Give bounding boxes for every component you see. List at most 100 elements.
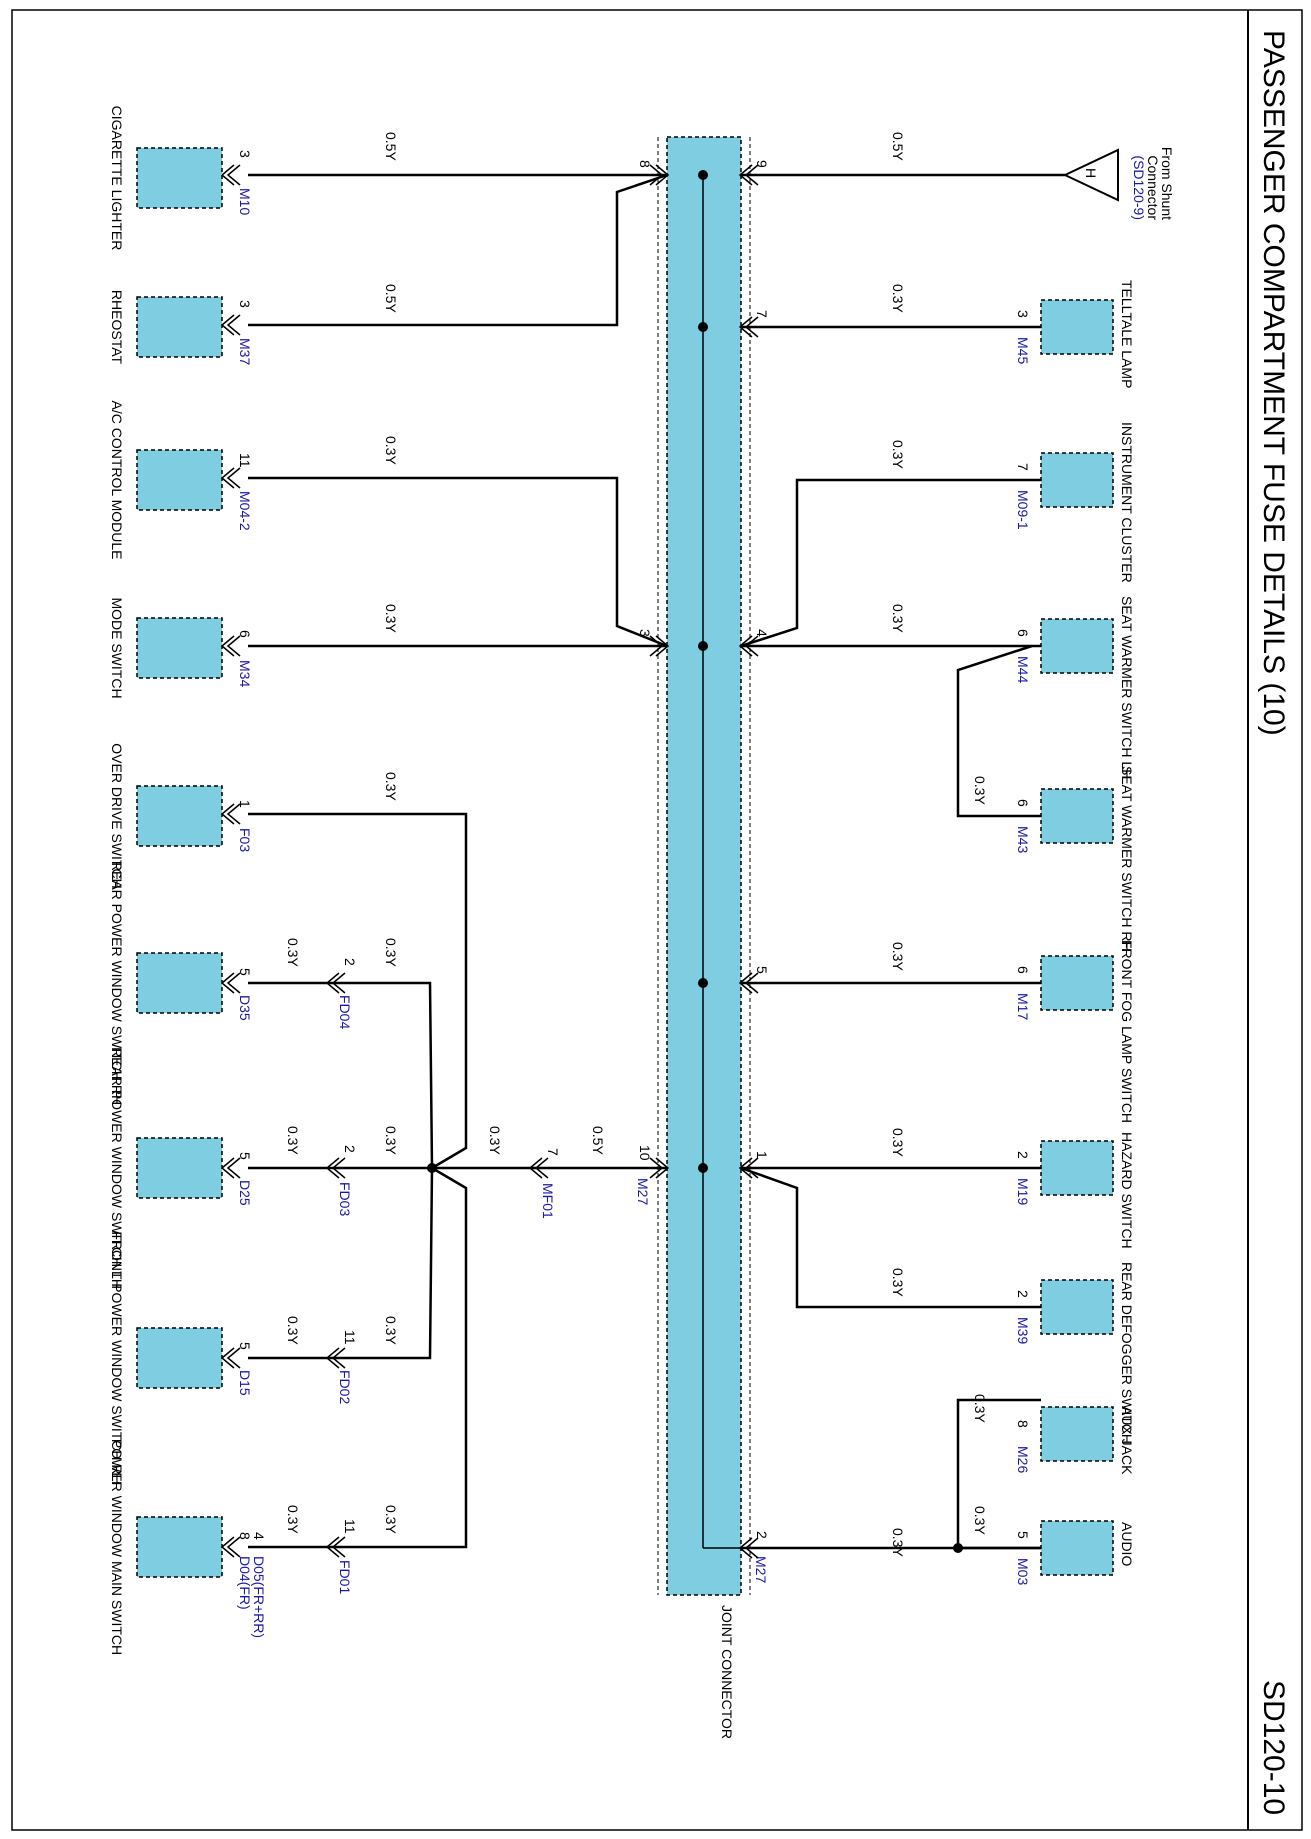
pin-number: 8 [1015, 1420, 1031, 1428]
mid-pin: 11 [342, 1519, 358, 1534]
component-name: MODE SWITCH [109, 597, 125, 698]
pin-number: 6 [237, 630, 253, 638]
jc-pin: 3 [637, 629, 653, 637]
mf01-pin: 7 [545, 1148, 561, 1156]
mid-pin: 2 [342, 958, 358, 966]
connector-id: M17 [1015, 993, 1031, 1020]
component-name: HAZARD SWITCH [1119, 1132, 1135, 1249]
jc-pin: 1 [754, 1151, 770, 1159]
connector-id: M10 [237, 188, 253, 215]
wire-spec: 0.3Y [285, 938, 301, 967]
component-seat-warmer-lh: SEAT WARMER SWITCH LH M44 6 4 0.3Y [754, 596, 1135, 779]
wire-spec: 0.3Y [890, 284, 906, 313]
pin-number: 1 [237, 800, 253, 808]
connector-chevrons [220, 164, 759, 1559]
component-name: AUDIO [1119, 1522, 1135, 1566]
joint-connector-id-left: M27 [635, 1178, 651, 1205]
component-instrument-cluster: INSTRUMENT CLUSTER M09-1 7 0.3Y [890, 422, 1135, 583]
component-audio: AUDIO M03 5 2 0.3Y 0.3Y [754, 1506, 1135, 1585]
wire-spec: 0.3Y [383, 772, 399, 801]
pin-number: 6 [1015, 966, 1031, 974]
connector-id: M26 [1015, 1446, 1031, 1473]
shunt-connector-symbol [1062, 148, 1119, 202]
source-wire: 0.5Y [890, 132, 906, 161]
mf01-wire-right: 0.5Y [590, 1126, 606, 1155]
jc-pin: 4 [754, 629, 770, 637]
mid-pin: 2 [342, 1145, 358, 1153]
shunt-symbol-letter: H [1083, 168, 1099, 178]
jc-pin: 2 [754, 1531, 770, 1539]
connector-id: D35 [237, 995, 253, 1021]
left-wiring [248, 173, 668, 1549]
splice-dot [698, 322, 708, 332]
component-name: FRONT POWER WINDOW SWITCH RH [109, 1231, 125, 1484]
wire-spec: 0.3Y [285, 1126, 301, 1155]
wire-spec: 0.3Y [890, 1528, 906, 1557]
splice-dot [698, 978, 708, 988]
component-front-fog-lamp-switch: FRONT FOG LAMP SWITCH M17 6 5 0.3Y [754, 940, 1135, 1123]
component-name: OVER DRIVE SWITCH [109, 743, 125, 888]
pin-number: 7 [1015, 463, 1031, 471]
component-name: SEAT WARMER SWITCH LH [1119, 596, 1135, 779]
component-name: INSTRUMENT CLUSTER [1119, 422, 1135, 583]
source-line2: Connector [1145, 155, 1161, 220]
wire-spec: 0.3Y [890, 1128, 906, 1157]
component-rear-defogger-switch: REAR DEFOGGER SWITCH M39 2 0.3Y [890, 1262, 1135, 1444]
mf01-wire-left: 0.3Y [487, 1126, 503, 1155]
source-line1: From Shunt [1159, 147, 1175, 220]
mid-connector: FD03 [337, 1182, 353, 1216]
sheet-border [11, 9, 1303, 1831]
mf01-jc-pin: 10 [637, 1145, 653, 1161]
connector-id: D04(FR) [237, 1556, 253, 1610]
wire-spec: 0.3Y [285, 1316, 301, 1345]
diagram-title: PASSENGER COMPARTMENT FUSE DETAILS (10) [1257, 30, 1290, 736]
connector-id: D25 [237, 1180, 253, 1206]
wire-spec: 0.3Y [383, 604, 399, 633]
joint-connector-body [666, 136, 742, 1596]
component-name: POWER WINDOW MAIN SWITCH [109, 1439, 125, 1655]
mid-pin: 11 [342, 1330, 358, 1345]
component-rear-power-window-lh: REAR POWER WINDOW SWITCH LH D25 5 0.3Y 2… [109, 1047, 399, 1289]
joint-connector-id-right: M27 [753, 1556, 769, 1583]
component-name: SEAT WARMER SWITCH RH [1119, 766, 1135, 952]
wire-spec: 0.3Y [972, 776, 988, 805]
pin-number: 2 [1015, 1290, 1031, 1298]
source-ref: (SD120-9) [1131, 155, 1147, 220]
mid-connector: FD02 [337, 1370, 353, 1404]
connector-id: M03 [1015, 1558, 1031, 1585]
connector-id: F03 [237, 828, 253, 852]
wire-spec: 0.3Y [890, 440, 906, 469]
wire-spec: 0.3Y [285, 1505, 301, 1534]
connector-id: D15 [237, 1370, 253, 1396]
connector-id: M45 [1015, 337, 1031, 364]
connector-id: M37 [237, 338, 253, 365]
pin-number: 5 [1015, 1531, 1031, 1539]
component-name: REAR POWER WINDOW SWITCH LH [109, 1047, 125, 1289]
splice-dot [698, 641, 708, 651]
pin-number: 5 [237, 1342, 253, 1350]
component-name: FRONT FOG LAMP SWITCH [1119, 940, 1135, 1123]
pin-number: 2 [1015, 1151, 1031, 1159]
page-id: SD120-10 [1257, 1680, 1290, 1815]
pin-number: 5 [237, 968, 253, 976]
component-over-drive-switch: OVER DRIVE SWITCH F03 1 0.3Y [109, 743, 399, 888]
jc-pin: 7 [754, 310, 770, 318]
mid-connector: FD01 [337, 1560, 353, 1594]
connector-id: M04-2 [237, 491, 253, 531]
component-name: AUX JACK [1119, 1406, 1135, 1475]
component-ac-control-module: A/C CONTROL MODULE M04-2 11 0.3Y [109, 401, 399, 560]
component-rheostat: RHEOSTAT M37 3 0.5Y [109, 284, 399, 365]
source-jc-pin: 9 [754, 160, 770, 168]
splice-dot [698, 1163, 708, 1173]
component-aux-jack: AUX JACK M26 8 0.3Y [972, 1394, 1135, 1475]
pin-number: 3 [237, 150, 253, 158]
pin-number: 6 [1015, 629, 1031, 637]
component-seat-warmer-rh: SEAT WARMER SWITCH RH M43 6 0.3Y [972, 766, 1135, 952]
wire-spec: 0.3Y [383, 1126, 399, 1155]
component-mode-switch: MODE SWITCH M34 6 3 0.3Y [109, 597, 653, 698]
component-name: A/C CONTROL MODULE [109, 401, 125, 560]
pin-number: 3 [237, 300, 253, 308]
wire-spec: 0.3Y [383, 1316, 399, 1345]
right-wiring [740, 173, 1065, 1550]
